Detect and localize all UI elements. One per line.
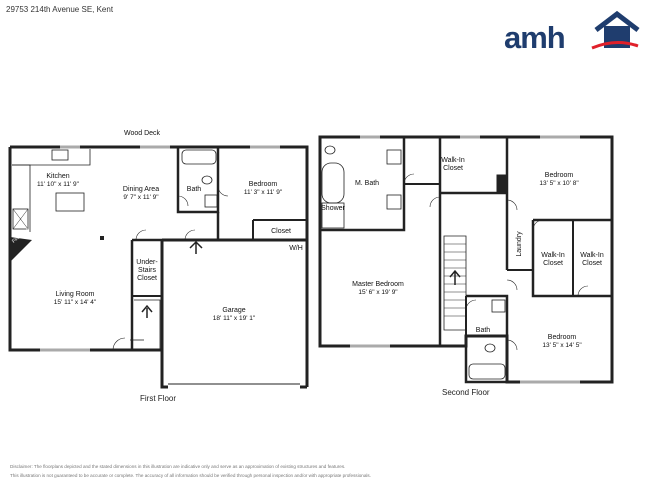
room-name: Garage	[222, 307, 246, 314]
room-dims: 13' 5" x 10' 8"	[539, 180, 579, 187]
room-name: Bedroom	[547, 334, 577, 341]
disclaimer-line: Disclaimer: The floorplans depicted and …	[10, 464, 346, 469]
label-line: Walk-In	[441, 157, 465, 164]
bedroom-top-label: Bedroom 13' 5" x 10' 8"	[539, 172, 578, 188]
walk-in-closet-3-label: Walk-In Closet	[580, 252, 603, 268]
walk-in-closet-2-label: Walk-In Closet	[541, 252, 564, 268]
room-name: Bedroom	[248, 181, 278, 188]
living-room-label: Living Room 15' 11" x 14' 4"	[54, 291, 96, 307]
label-line: Closet	[443, 165, 463, 172]
room-dims: 15' 11" x 14' 4"	[53, 299, 97, 306]
disclaimer-line: This illustration is not guaranteed to b…	[10, 473, 371, 478]
label-line: Closet	[582, 260, 602, 267]
property-address: 29753 214th Avenue SE, Kent	[6, 5, 114, 14]
room-dims: 18' 11" x 19' 1"	[212, 315, 256, 322]
room-dims: 13' 5" x 14' 5"	[542, 342, 582, 349]
logo-text: amh	[504, 20, 566, 55]
first-floor-label: First Floor	[140, 394, 176, 403]
garage-label: Garage 18' 11" x 19' 1"	[213, 307, 255, 323]
kitchen-label: Kitchen 11' 10" x 11' 9"	[37, 173, 79, 189]
room-name: Master Bedroom	[352, 281, 404, 288]
disclaimer: Disclaimer: The floorplans depicted and …	[10, 462, 430, 480]
room-name: Dining Area	[122, 186, 160, 193]
house-roof-icon	[591, 10, 640, 50]
room-dims: 9' 7" x 11' 9"	[123, 194, 159, 201]
shower-label: Shower	[321, 205, 345, 212]
under-stairs-closet-label: Under- Stairs Closet	[136, 259, 157, 283]
master-bath-label: M. Bath	[354, 180, 380, 187]
room-dims: 11' 10" x 11' 9"	[37, 181, 79, 188]
room-name: Living Room	[55, 291, 95, 298]
first-floor-outer-wall	[10, 145, 309, 387]
laundry-label: Laundry	[516, 231, 523, 257]
room-dims: 11' 3" x 11' 9"	[243, 189, 283, 196]
walk-in-closet-label: Walk-In Closet	[441, 157, 464, 173]
label-line: Walk-In	[541, 252, 565, 259]
second-floor-label: Second Floor	[442, 388, 490, 397]
label-line: Under-	[136, 259, 158, 266]
bath-label: Bath	[186, 186, 202, 193]
room-name: Bedroom	[544, 172, 574, 179]
bath-2-label: Bath	[475, 327, 491, 334]
dining-area-label: Dining Area 9' 7" x 11' 9"	[123, 186, 159, 202]
label-line: Walk-In	[580, 252, 604, 259]
room-dims: 15' 6" x 19' 9"	[358, 289, 398, 296]
bedroom-bottom-label: Bedroom 13' 5" x 14' 5"	[542, 334, 581, 350]
label-line: Closet	[543, 260, 563, 267]
wood-deck-label: Wood Deck	[123, 130, 161, 137]
master-bedroom-label: Master Bedroom 15' 6" x 19' 9"	[352, 281, 404, 297]
label-line: Closet	[137, 275, 157, 282]
label-line: Stairs	[138, 267, 156, 274]
closet-label: Closet	[271, 228, 291, 235]
water-heater-label: W/H	[289, 245, 303, 252]
amh-logo: amh	[504, 8, 640, 55]
bedroom-label: Bedroom 11' 3" x 11' 9"	[244, 181, 282, 197]
room-name: Kitchen	[46, 173, 70, 180]
